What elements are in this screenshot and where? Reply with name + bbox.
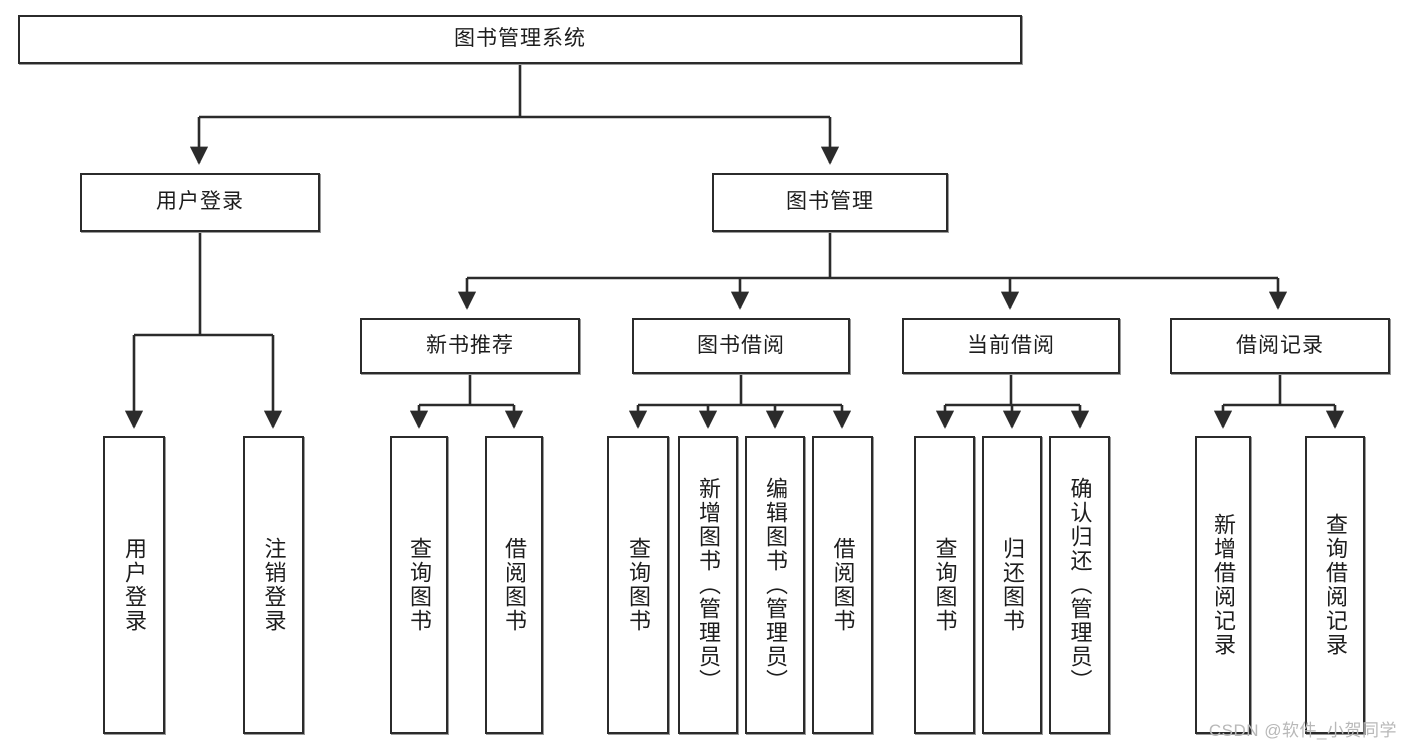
node-leaf-confirm-return-admin[interactable]: 确认归还（管理员）: [1049, 436, 1110, 734]
node-label: 用户登录: [121, 537, 147, 633]
node-label: 新增借阅记录: [1210, 513, 1236, 657]
node-book-borrow[interactable]: 图书借阅: [632, 318, 850, 374]
node-leaf-query-book-3[interactable]: 查询图书: [914, 436, 975, 734]
node-new-book-recommend[interactable]: 新书推荐: [360, 318, 580, 374]
node-leaf-return-book[interactable]: 归还图书: [982, 436, 1042, 734]
node-leaf-query-book-1[interactable]: 查询图书: [390, 436, 448, 734]
node-label: 借阅图书: [501, 537, 527, 633]
node-root-system[interactable]: 图书管理系统: [18, 15, 1022, 64]
node-label: 查询图书: [406, 537, 432, 633]
node-label: 图书管理: [786, 190, 874, 214]
node-label: 借阅记录: [1236, 333, 1324, 357]
node-label: 查询图书: [625, 537, 651, 633]
node-book-manage[interactable]: 图书管理: [712, 173, 948, 232]
node-label: 编辑图书（管理员）: [762, 477, 788, 693]
node-label: 归还图书: [999, 537, 1025, 633]
watermark: CSDN @软件_小贺同学: [1208, 721, 1397, 740]
node-label: 查询图书: [932, 537, 958, 633]
node-label: 确认归还（管理员）: [1067, 477, 1093, 693]
node-label: 新增图书（管理员）: [695, 477, 721, 693]
node-leaf-user-login[interactable]: 用户登录: [103, 436, 165, 734]
node-leaf-add-borrow-record[interactable]: 新增借阅记录: [1195, 436, 1251, 734]
node-leaf-edit-book-admin[interactable]: 编辑图书（管理员）: [745, 436, 805, 734]
node-label: 查询借阅记录: [1322, 513, 1348, 657]
node-leaf-query-book-2[interactable]: 查询图书: [607, 436, 669, 734]
node-label: 图书管理系统: [454, 27, 586, 51]
node-borrow-record[interactable]: 借阅记录: [1170, 318, 1390, 374]
node-label: 用户登录: [156, 190, 244, 214]
node-leaf-user-logout[interactable]: 注销登录: [243, 436, 304, 734]
node-label: 借阅图书: [830, 537, 856, 633]
node-leaf-add-book-admin[interactable]: 新增图书（管理员）: [678, 436, 738, 734]
node-label: 新书推荐: [426, 333, 514, 357]
node-label: 当前借阅: [967, 333, 1055, 357]
node-current-borrow[interactable]: 当前借阅: [902, 318, 1120, 374]
node-leaf-borrow-book-2[interactable]: 借阅图书: [812, 436, 873, 734]
node-label: 图书借阅: [697, 333, 785, 357]
node-leaf-borrow-book-1[interactable]: 借阅图书: [485, 436, 543, 734]
node-leaf-query-borrow-record[interactable]: 查询借阅记录: [1305, 436, 1365, 734]
node-user-login[interactable]: 用户登录: [80, 173, 320, 232]
node-label: 注销登录: [261, 537, 287, 633]
